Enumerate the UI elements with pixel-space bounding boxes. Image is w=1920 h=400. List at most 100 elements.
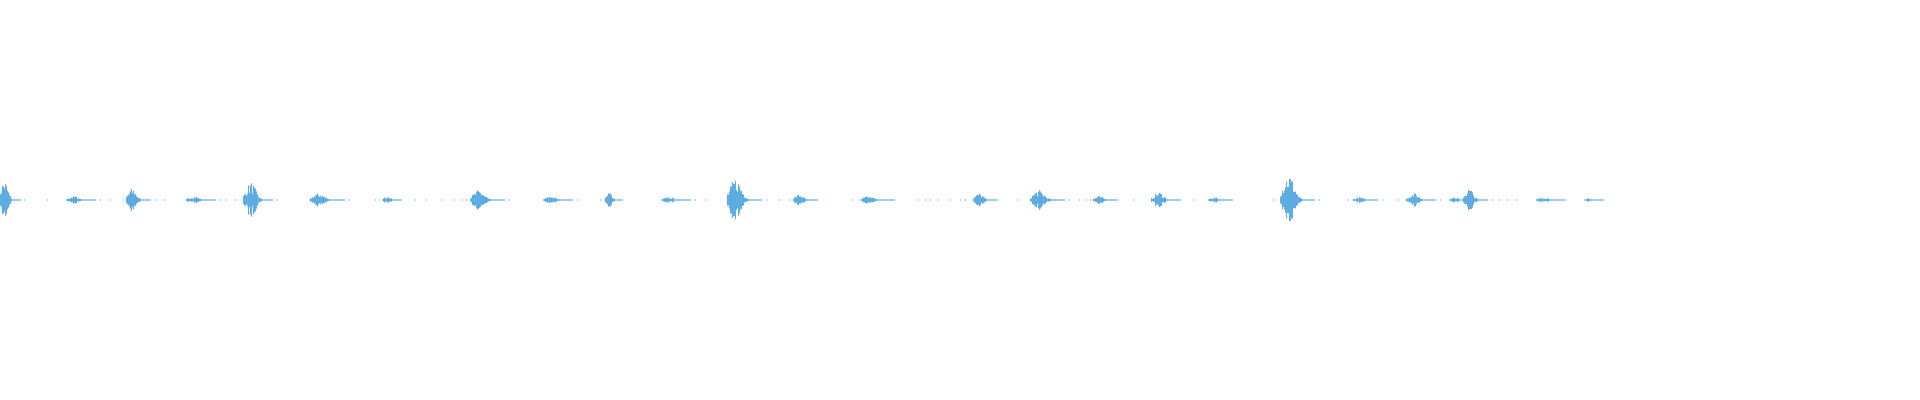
waveform-sample: [1216, 197, 1217, 203]
waveform-sample: [543, 199, 544, 201]
waveform-sample: [126, 196, 127, 204]
waveform-sample: [681, 199, 682, 201]
waveform-sample: [1440, 199, 1441, 201]
waveform-sample: [875, 198, 876, 202]
waveform-sample: [267, 199, 268, 201]
waveform-sample: [1217, 198, 1218, 202]
waveform-sample: [1079, 199, 1080, 201]
waveform-sample: [572, 199, 573, 201]
waveform-sample: [814, 199, 815, 201]
waveform-sample: [89, 199, 90, 201]
waveform-sample: [1093, 198, 1094, 202]
waveform-sample: [390, 198, 391, 202]
waveform-sample: [235, 199, 236, 201]
waveform-sample: [1599, 199, 1600, 201]
waveform-sample: [270, 199, 271, 201]
waveform-sample: [199, 198, 200, 202]
waveform-sample: [1366, 199, 1367, 201]
waveform-sample: [621, 199, 622, 201]
waveform-sample: [1466, 195, 1467, 205]
waveform-sample: [1050, 199, 1051, 201]
waveform-sample: [8, 192, 9, 208]
waveform-sample: [809, 199, 810, 201]
waveform-sample: [496, 199, 497, 201]
waveform-sample: [1603, 199, 1604, 201]
waveform-sample: [667, 197, 668, 203]
waveform-sample: [685, 199, 686, 201]
waveform-sample: [1367, 199, 1368, 201]
waveform-sample: [1456, 198, 1457, 202]
waveform-sample: [1042, 194, 1043, 206]
waveform-sample: [1549, 199, 1550, 201]
waveform-sample: [620, 199, 621, 201]
waveform-sample: [344, 199, 345, 201]
waveform-sample: [1540, 197, 1541, 203]
waveform-sample: [568, 199, 569, 201]
waveform-sample: [748, 199, 749, 201]
waveform-sample: [87, 199, 88, 201]
waveform-sample: [753, 199, 754, 201]
waveform-sample: [870, 197, 871, 203]
waveform-sample: [1370, 199, 1371, 201]
waveform-sample: [1303, 199, 1304, 201]
waveform-sample: [426, 199, 427, 201]
waveform-sample: [1281, 195, 1282, 205]
waveform-sample: [493, 199, 494, 201]
waveform-sample: [1309, 199, 1310, 201]
waveform-sample: [1557, 199, 1558, 201]
waveform-sample: [752, 199, 753, 201]
waveform-sample: [15, 199, 16, 201]
waveform-sample: [1372, 199, 1373, 201]
waveform-sample: [1463, 197, 1464, 203]
waveform-sample: [1304, 199, 1305, 201]
waveform-sample: [202, 199, 203, 201]
waveform-sample: [1231, 199, 1232, 201]
waveform-sample: [393, 199, 394, 201]
waveform-sample: [1285, 187, 1286, 213]
waveform-sample: [1212, 198, 1213, 202]
waveform-sample: [1487, 199, 1488, 201]
waveform-sample: [1102, 197, 1103, 203]
waveform-sample: [81, 199, 82, 201]
waveform-sample: [995, 199, 996, 201]
waveform-sample: [965, 199, 966, 201]
waveform-sample: [0, 194, 1, 206]
waveform-sample: [1049, 198, 1050, 202]
waveform-sample: [330, 199, 331, 201]
waveform-sample: [484, 196, 485, 204]
waveform-sample: [1219, 199, 1220, 201]
waveform-sample: [454, 199, 455, 201]
waveform-sample: [1223, 199, 1224, 201]
waveform-sample: [677, 199, 678, 201]
waveform-sample: [164, 199, 165, 201]
waveform-sample: [1056, 199, 1057, 201]
waveform-sample: [1408, 198, 1409, 202]
waveform-sample: [1133, 199, 1134, 201]
waveform-sample: [1415, 193, 1416, 207]
waveform-sample: [1472, 192, 1473, 208]
waveform-sample: [731, 186, 732, 214]
waveform-sample: [1428, 199, 1429, 201]
waveform-sample: [203, 199, 204, 201]
waveform-sample: [1043, 196, 1044, 204]
waveform-sample: [251, 183, 252, 217]
waveform-sample: [1292, 181, 1293, 219]
waveform-sample: [1058, 199, 1059, 201]
waveform-sample: [877, 199, 878, 201]
waveform-sample: [497, 199, 498, 201]
waveform-sample: [611, 195, 612, 205]
waveform-sample: [1096, 198, 1097, 202]
waveform-sample: [1158, 194, 1159, 206]
waveform-sample: [94, 199, 95, 201]
waveform-sample: [1555, 199, 1556, 201]
waveform-sample: [687, 199, 688, 201]
waveform-sample: [501, 199, 502, 201]
waveform-sample: [1492, 199, 1493, 201]
waveform-sample: [1097, 197, 1098, 203]
waveform-sample: [560, 199, 561, 201]
waveform-sample: [343, 199, 344, 201]
waveform-sample: [865, 196, 866, 204]
waveform-sample: [1172, 199, 1173, 201]
waveform-sample: [138, 198, 139, 202]
